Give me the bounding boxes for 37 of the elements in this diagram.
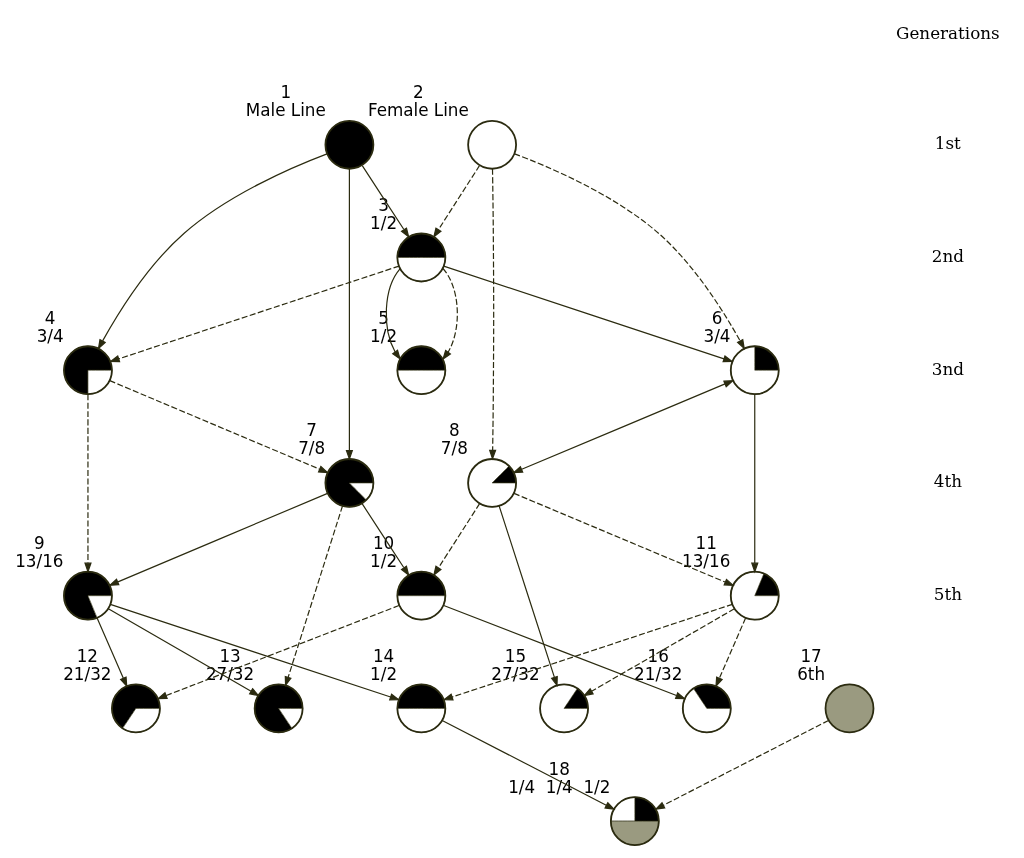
node-label: 3 [377,194,389,215]
node-label: 4 [44,307,56,328]
node-label: 17 [799,645,822,666]
label: 4th [933,471,962,492]
node-label: 21/32 [633,663,682,684]
node-label: 15 [504,645,526,666]
node-label: 1 [280,82,291,103]
node-label: 11 [695,533,717,554]
node-label: 1/4 1/4 1/2 [507,776,610,797]
node-label: 12 [76,645,98,666]
node-label: 6th [796,663,825,684]
node-label: 1/2 [369,212,397,233]
node-label: 18 [548,758,570,779]
node-label: 3/4 [36,325,64,346]
label: 5th [933,584,962,605]
node-label: 21/32 [62,663,112,684]
node-label: Female Line [367,100,469,121]
node-label: 7/8 [440,438,468,459]
node-label: Male Line [245,100,326,121]
label: 2nd [931,245,964,266]
node-label: 13 [218,645,241,666]
node-label: 1/2 [369,663,397,684]
node-label: 1/2 [369,551,397,572]
label: 1st [934,133,961,154]
node-label: 16 [647,645,669,666]
node-label: 3/4 [702,325,730,346]
node-label: 7/8 [297,438,325,459]
node-label: 8 [448,420,460,441]
node-label: 13/16 [14,551,64,572]
label: Generations [895,22,1000,43]
node-label: 13/16 [681,551,730,572]
node-label: 9 [33,533,45,554]
node-label: 7 [305,420,317,441]
node-label: 6 [711,307,722,328]
label: 3nd [931,358,964,379]
node-label: 2 [412,82,424,103]
node-label: 14 [372,645,394,666]
